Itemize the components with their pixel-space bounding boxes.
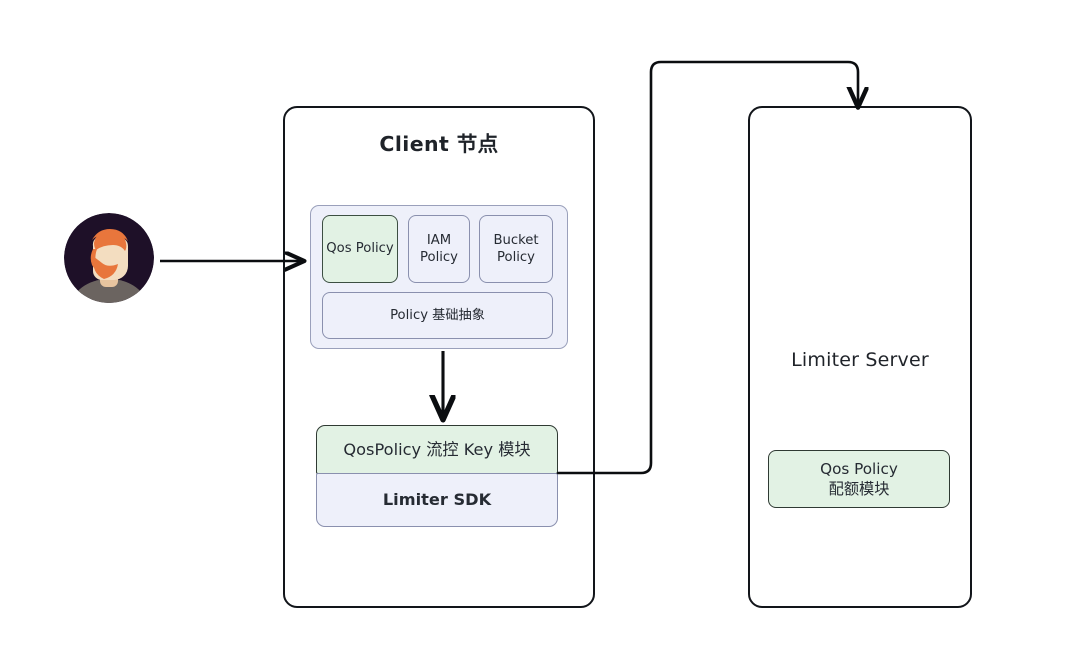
card-bucket-policy-label-line2: Policy (497, 250, 535, 265)
client-panel-title: Client 节点 (379, 132, 499, 156)
client-panel[interactable]: Client 节点 (283, 106, 595, 608)
card-bucket-policy[interactable]: Bucket Policy (479, 215, 553, 283)
server-panel[interactable]: Limiter Server (748, 106, 972, 608)
qospolicy-key-module-label: QosPolicy 流控 Key 模块 (343, 439, 531, 459)
card-bucket-policy-label-line1: Bucket (493, 232, 539, 248)
user-avatar[interactable] (64, 213, 154, 303)
card-iam-policy-label-line2: Policy (420, 250, 458, 265)
user-avatar-icon (64, 213, 154, 303)
limiter-sdk[interactable]: Limiter SDK (316, 473, 558, 527)
server-qos-policy-module-label-line2: 配额模块 (828, 480, 890, 498)
card-iam-policy-label-line1: IAM (426, 232, 452, 248)
server-qos-policy-module-label-line1: Qos Policy (820, 459, 898, 478)
card-policy-base-abstraction-label: Policy 基础抽象 (390, 307, 485, 323)
server-panel-title: Limiter Server (791, 349, 929, 371)
card-qos-policy-label: Qos Policy (326, 241, 394, 257)
card-qos-policy[interactable]: Qos Policy (322, 215, 398, 283)
qospolicy-key-module[interactable]: QosPolicy 流控 Key 模块 (316, 425, 558, 474)
server-qos-policy-module[interactable]: Qos Policy 配额模块 (768, 450, 950, 508)
card-iam-policy[interactable]: IAM Policy (408, 215, 470, 283)
card-policy-base-abstraction[interactable]: Policy 基础抽象 (322, 292, 553, 339)
limiter-sdk-label: Limiter SDK (382, 490, 492, 510)
